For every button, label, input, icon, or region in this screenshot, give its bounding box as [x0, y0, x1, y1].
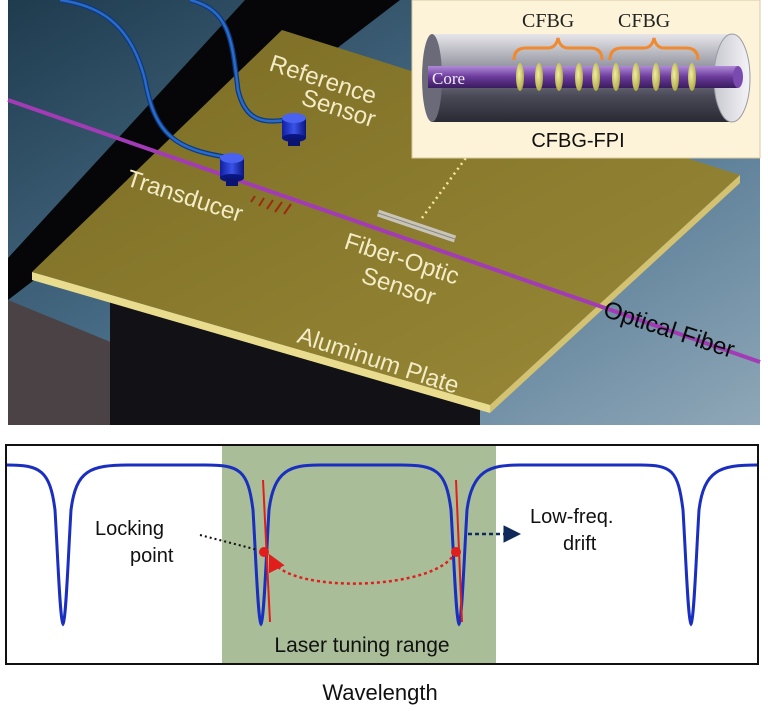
- cfbg-brace-2: [608, 37, 700, 61]
- cfbg-fpi-inset: Core CFBG CFBG CFBG-FPI: [411, 0, 761, 159]
- cfbg-brace-1: [512, 37, 604, 61]
- cfbg-grating-1: [516, 63, 600, 91]
- cfbg-grating-2: [612, 63, 696, 91]
- spectrum-panel: Locking point Low-freq. drift Laser tuni…: [5, 444, 759, 705]
- x-axis-label: Wavelength: [322, 680, 437, 705]
- optical-fiber: [7, 98, 761, 364]
- locking-point-label: Locking: [95, 518, 164, 540]
- core-label: Core: [432, 69, 465, 88]
- ultrasonic-wave-marks: [250, 195, 292, 215]
- spectrum-curve: [6, 463, 758, 627]
- locking-point-label-2: point: [130, 545, 174, 567]
- tuning-arrow: [268, 551, 457, 585]
- transducer-icon: [220, 153, 244, 186]
- box-right: [110, 300, 480, 425]
- inset-pointer-line: [420, 154, 470, 219]
- cfbg-fpi-caption: CFBG-FPI: [531, 130, 624, 152]
- cfbg-label-2: CFBG: [618, 10, 670, 32]
- drift-label: Low-freq.: [530, 506, 613, 528]
- setup-illustration: Reference Sensor Transducer Fiber-Optic …: [7, 0, 761, 425]
- reference-sensor-icon: [282, 113, 306, 146]
- cfbg-label-1: CFBG: [522, 10, 574, 32]
- aluminum-plate-edge-front: [32, 272, 490, 413]
- locking-point-marker-left: [259, 547, 269, 557]
- locking-point-marker-right: [451, 547, 461, 557]
- drift-label-2: drift: [563, 533, 597, 555]
- aluminum-plate-edge-right: [490, 175, 740, 413]
- box-front-dark: [8, 300, 130, 425]
- laser-tuning-range-label: Laser tuning range: [274, 634, 449, 657]
